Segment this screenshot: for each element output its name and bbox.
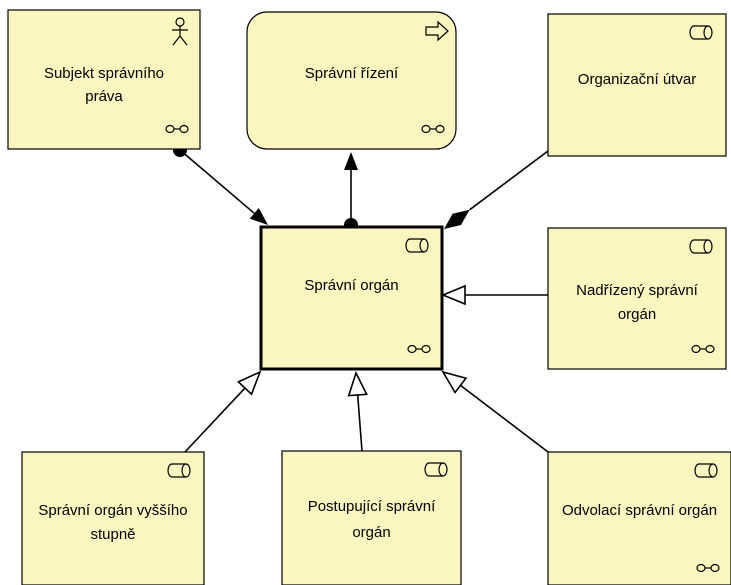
link-icon [407,344,431,354]
edge-assignment[interactable] [344,152,358,232]
node-vyssi[interactable]: Správní orgán vyššího stupně [21,451,205,585]
node-label: Správní řízení [305,65,399,82]
actor-icon [172,17,188,46]
node-box [547,13,727,157]
role-icon [167,463,191,478]
edge-specialization[interactable] [441,370,549,453]
link-icon [421,124,445,134]
node-nadrizeny[interactable]: Nadřízený správní orgán [547,227,727,370]
hollow-arrowhead [347,370,368,397]
role-icon [694,463,718,478]
node-organ[interactable]: Správní orgán [259,225,444,371]
node-label: stupně [90,526,135,543]
node-label: Správní orgán [304,277,398,294]
link-icon [691,344,715,354]
role-icon [424,462,448,477]
hollow-arrowhead [441,370,468,394]
node-box [259,225,444,371]
node-box [21,451,205,585]
edge-assignment[interactable] [173,143,268,225]
hollow-arrowhead [236,370,262,396]
link-icon [165,124,189,134]
link-icon [696,563,720,573]
role-icon [689,25,713,40]
edge-composition[interactable] [444,150,549,229]
role-icon [689,239,713,254]
node-label: orgán [618,306,656,323]
edge-specialization[interactable] [440,284,548,306]
node-label: práva [85,88,123,105]
process-icon [425,20,449,42]
node-label: orgán [352,524,390,541]
filled-arrowhead [249,207,268,225]
node-box [281,450,462,585]
edge-specialization[interactable] [184,370,262,453]
node-label: Subjekt správního [44,65,164,82]
node-utvar[interactable]: Organizační útvar [547,13,727,157]
node-label: Postupující správní [308,498,436,515]
role-icon [405,238,429,253]
node-label: Organizační útvar [578,71,696,88]
hollow-arrowhead [440,284,466,306]
node-subjekt[interactable]: Subjekt správního práva [7,9,201,150]
node-label: Nadřízený správní [576,282,699,299]
filled-arrowhead [344,152,358,170]
composition-diamond [444,209,470,229]
node-box [246,11,457,150]
node-rizeni[interactable]: Správní řízení [246,11,457,150]
node-label: Správní orgán vyššího [38,502,187,519]
node-label: Odvolací správní orgán [562,502,717,519]
node-postupujici[interactable]: Postupující správní orgán [281,450,462,585]
node-odvolaci[interactable]: Odvolací správní orgán [547,451,731,585]
node-box [547,451,731,585]
edge-specialization[interactable] [347,370,368,452]
